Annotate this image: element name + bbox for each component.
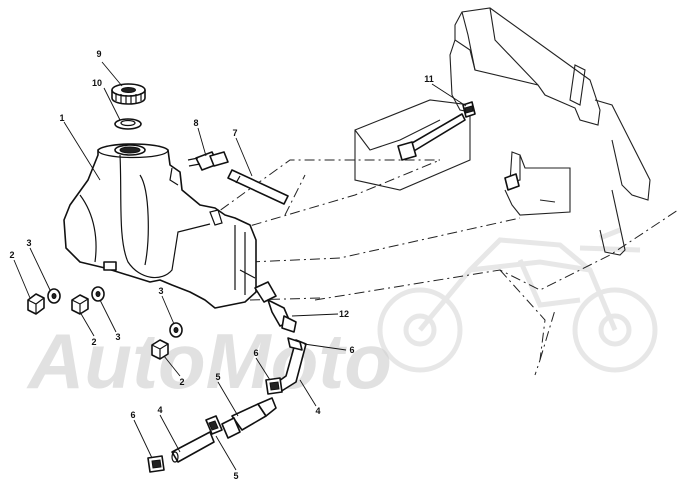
nut-lower — [151, 339, 169, 360]
leader-lines — [13, 61, 467, 471]
oil-cap — [111, 83, 146, 105]
callout-6-middle: 6 — [253, 348, 258, 358]
callout-7: 7 — [232, 128, 237, 138]
callout-2-left: 2 — [9, 250, 14, 260]
callout-3-middle: 3 — [115, 332, 120, 342]
callout-12: 12 — [339, 309, 349, 319]
hose-clamp-lower — [205, 415, 223, 435]
frame-fitting — [462, 101, 520, 191]
callout-4-lower: 4 — [157, 405, 162, 415]
callout-9: 9 — [96, 49, 101, 59]
oil-tank — [63, 143, 257, 309]
nut-middle — [71, 294, 89, 315]
callout-2-middle: 2 — [91, 337, 96, 347]
washer-middle — [91, 286, 105, 302]
washer-left — [47, 288, 61, 304]
callout-2-lower: 2 — [179, 377, 184, 387]
callout-5-upper: 5 — [215, 372, 220, 382]
callout-10: 10 — [92, 78, 102, 88]
hose-clamp-end — [147, 455, 165, 473]
vent-hose — [227, 169, 289, 205]
oil-filter — [221, 397, 277, 439]
watermark-text: AutoMoto — [26, 317, 392, 405]
callout-11: 11 — [424, 74, 434, 84]
nut-left — [27, 293, 45, 315]
long-hose — [397, 113, 466, 161]
callout-8: 8 — [193, 118, 198, 128]
callout-1: 1 — [59, 113, 64, 123]
callout-3-left: 3 — [26, 238, 31, 248]
cap-gasket — [114, 118, 142, 130]
callout-3-lower: 3 — [158, 286, 163, 296]
callout-5-lower: 5 — [233, 471, 238, 481]
drain-elbow — [254, 281, 297, 333]
watermark: AutoMoto — [26, 227, 658, 405]
vehicle-frame — [354, 7, 651, 256]
washer-lower — [169, 322, 183, 338]
callout-6-left: 6 — [130, 410, 135, 420]
callout-4-right: 4 — [315, 406, 320, 416]
hose-clamp-upper — [265, 377, 283, 395]
drain-hose-lower — [171, 431, 215, 463]
watermark-motorcycle-icon — [377, 227, 658, 373]
callouts: 1 2 2 2 3 3 3 4 4 5 5 6 6 6 7 8 9 10 11 … — [9, 49, 433, 481]
callout-6-right: 6 — [349, 345, 354, 355]
filler-neck — [114, 144, 146, 156]
vent-fitting — [187, 151, 229, 171]
